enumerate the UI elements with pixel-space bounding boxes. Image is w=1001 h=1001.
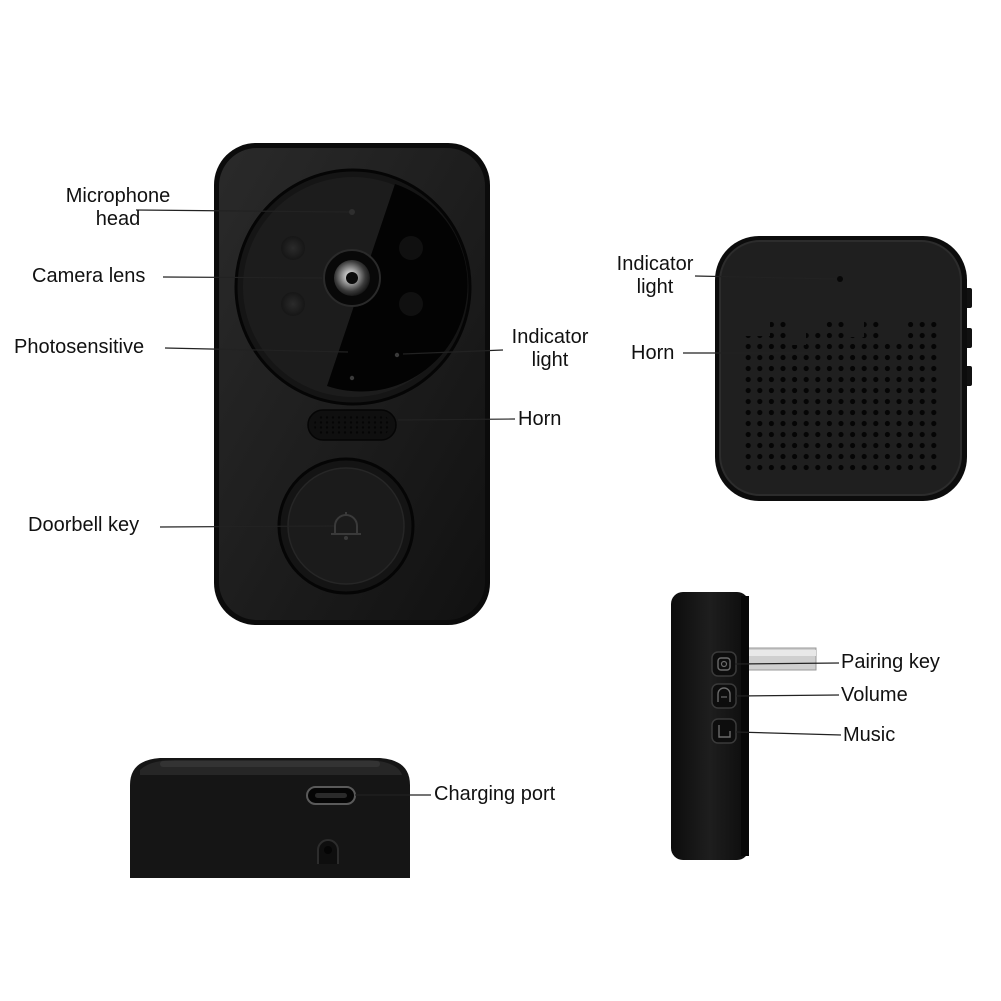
ir-led-icon [399,292,423,316]
chime-side-unit [671,592,817,860]
photosensitive-sensor-icon [349,375,355,381]
doorbell-horn-label: Horn [518,408,562,430]
music-key[interactable] [711,718,737,744]
music-label: Music [843,724,896,746]
doorbell-indicator-light-label-line1: Indicator [511,326,589,348]
chime-indicator-light-label-line2: light [636,276,674,298]
chime-horn-grille [745,318,940,475]
charging-port-label: Charging port [434,783,556,805]
ir-led-icon [399,236,423,260]
microphone-head-label-line1: Microphone [65,185,171,207]
volume-label: Volume [841,684,908,706]
indicator-led-icon [837,276,843,282]
microphone-head-label-line2: head [95,208,141,230]
pairing-key[interactable] [711,651,737,677]
microphone-head-label: Microphone head [58,185,178,231]
doorbell-key-label: Doorbell key [28,514,140,536]
music-icon [718,725,731,738]
chime-front-unit [715,236,972,501]
bell-icon [331,512,361,540]
chime-indicator-light-label-line1: Indicator [616,253,694,275]
ir-led-icon [281,236,305,260]
microphone-hole-icon [349,209,355,215]
chime-indicator-light-label: Indicator light [605,253,705,299]
ir-led-icon [281,292,305,316]
leader-lines [135,209,842,796]
doorbell-bottom-unit [130,758,410,878]
horn-grille [314,414,390,436]
camera-glass [327,184,468,392]
camera-lens-label: Camera lens [32,265,146,287]
photosensitive-label: Photosensitive [14,336,145,358]
doorbell-indicator-light-label-line2: light [531,349,569,371]
pairing-icon [717,657,731,671]
chime-horn-label: Horn [631,342,675,364]
doorbell-front-unit [214,143,490,625]
pairing-key-label: Pairing key [841,651,940,673]
volume-key[interactable] [711,683,737,709]
volume-icon [717,687,731,702]
doorbell-indicator-light-label: Indicator light [500,326,600,372]
indicator-led-icon [394,352,400,358]
